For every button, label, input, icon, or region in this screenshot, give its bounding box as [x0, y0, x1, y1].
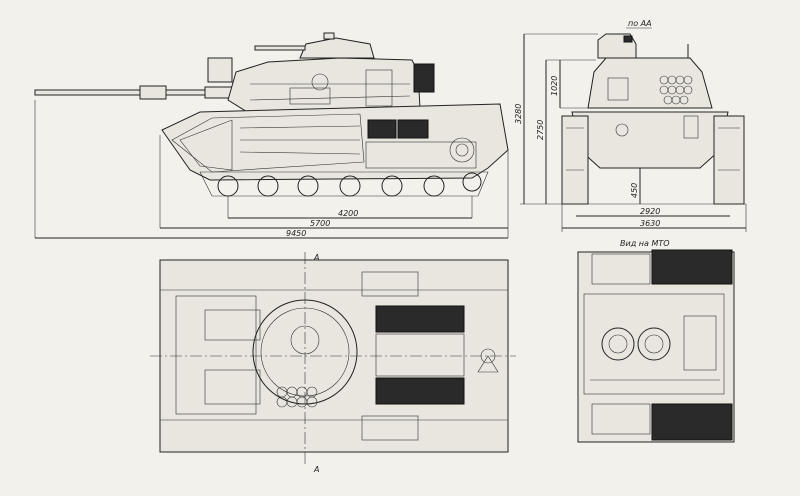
fan-right [637, 327, 671, 361]
road-wheel [257, 175, 279, 197]
side-dimensions: 4200 5700 9450 [34, 100, 509, 239]
fume-extractor [139, 85, 167, 100]
road-wheel [423, 175, 445, 197]
road-wheel [297, 175, 319, 197]
front-dimensions: 3280 2750 1020 450 2920 3630 [514, 33, 747, 232]
dim-turret-height: 1020 [550, 76, 559, 96]
dim-overall-length: 9450 [286, 229, 306, 238]
dim-overall-width: 3630 [640, 219, 660, 228]
engine-grille-1 [367, 119, 397, 139]
stowage-box-top [361, 271, 419, 297]
power-pack [583, 293, 725, 395]
fan-left [601, 327, 635, 361]
hull-front [571, 111, 729, 169]
front-view: по АА [514, 19, 747, 232]
driver-area [175, 295, 257, 415]
track-links-bottom [651, 403, 733, 441]
turret-bustle-rack [413, 63, 435, 93]
section-mark-bottom: A [313, 465, 319, 474]
cupola-mg [254, 45, 306, 51]
side-view: 4200 5700 9450 [34, 32, 509, 239]
left-track [561, 115, 589, 205]
ammo-stowage [204, 309, 261, 341]
dim-overall-height: 3280 [514, 104, 523, 124]
engine-radiator-bottom [375, 377, 465, 405]
dim-ground-clearance: 450 [630, 183, 639, 198]
ammo-rack-front [659, 75, 693, 105]
track [199, 171, 489, 197]
track-links-top [651, 249, 733, 285]
ammo-circles [276, 386, 318, 408]
engine-view-title: Вид на МТО [620, 239, 670, 248]
engine-block [375, 333, 465, 377]
dim-track-width: 2920 [640, 207, 660, 216]
box-bottom-left [591, 403, 651, 435]
periscope [323, 32, 335, 40]
driver-compartment [179, 119, 233, 171]
road-wheel [339, 175, 361, 197]
ammo-stowage-2 [204, 369, 261, 405]
drive-sprocket [462, 172, 482, 192]
dim-hull-length: 5700 [310, 219, 330, 228]
dim-hull-height: 2750 [536, 120, 545, 140]
engine-grille-2 [397, 119, 429, 139]
engine-radiator-top [375, 305, 465, 333]
gun-barrel [34, 89, 206, 96]
final-drive [449, 137, 475, 163]
engine-view: Вид на МТО [577, 239, 735, 443]
commander-cupola [299, 37, 375, 59]
section-aa-label: по АА [628, 19, 652, 28]
right-track [713, 115, 745, 205]
engine-compartment [365, 141, 477, 169]
plan-view: A A [150, 252, 516, 474]
dim-track-base: 4200 [338, 209, 358, 218]
box-top-left [591, 253, 651, 285]
turret-front [587, 57, 713, 109]
stowage-box-bottom [361, 415, 419, 441]
sight-box [207, 57, 233, 83]
section-mark-top: A [313, 253, 319, 262]
road-wheel [381, 175, 403, 197]
